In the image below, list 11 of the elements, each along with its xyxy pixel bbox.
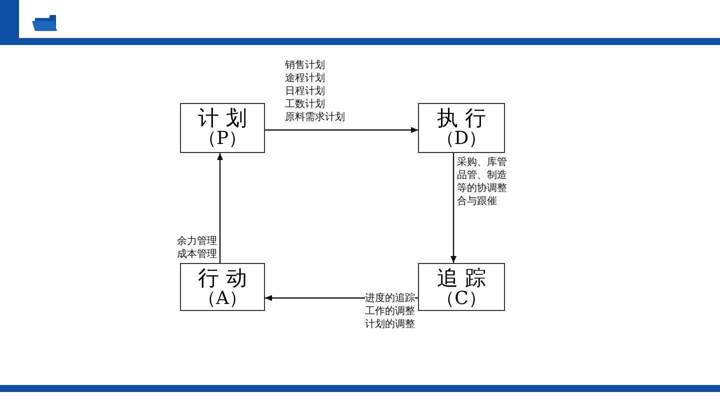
arrow	[265, 127, 418, 133]
edge-label: 销售计划途程计划日程计划工数计划原料需求计划	[285, 59, 345, 124]
edge-label: 进度的追踪工作的调整计划的调整	[365, 292, 415, 331]
process-box: 计 划 （P）	[180, 103, 265, 153]
edge-label: 采购、库管品管、制造等的协调整合与跟催	[457, 156, 507, 208]
process-box: 执 行 （D）	[418, 103, 505, 153]
arrow	[450, 153, 456, 263]
process-box: 追 踪 （C）	[418, 263, 505, 311]
process-box: 行 动 （A）	[180, 263, 265, 311]
arrow	[217, 153, 223, 263]
edge-label: 余力管理成本管理	[177, 235, 217, 261]
